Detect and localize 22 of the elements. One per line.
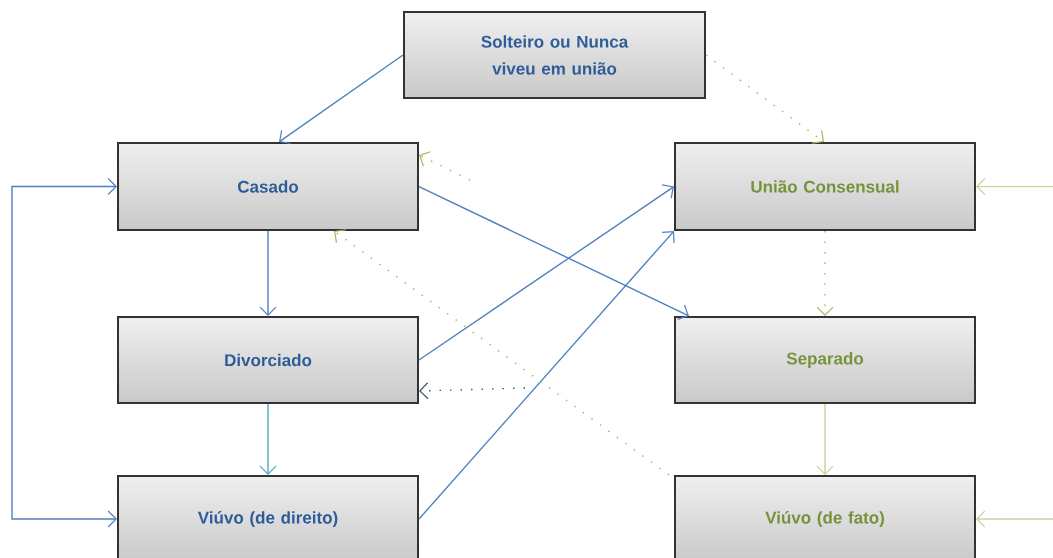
- arrow: [259, 230, 277, 316]
- arrow: [816, 230, 834, 316]
- state-box: Solteiro ou Nunca viveu em união: [403, 11, 706, 99]
- state-box: Viúvo (de fato): [674, 475, 976, 558]
- arrow: [418, 231, 675, 520]
- arrow: [279, 54, 404, 145]
- arrow: [334, 229, 670, 476]
- state-box: Separado: [674, 316, 976, 404]
- arrow: [419, 382, 526, 400]
- arrow: [816, 403, 834, 475]
- state-box: Viúvo (de direito): [117, 475, 419, 558]
- arrow: [976, 177, 1053, 196]
- arrow: [259, 403, 277, 475]
- state-box: União Consensual: [674, 142, 976, 231]
- state-box: Divorciado: [117, 316, 419, 404]
- arrow: [418, 185, 689, 320]
- state-box: Casado: [117, 142, 419, 231]
- arrow: [705, 54, 824, 144]
- arrow: [976, 510, 1053, 528]
- arrow: [11, 177, 117, 528]
- arrow: [418, 184, 674, 361]
- arrow: [419, 151, 471, 181]
